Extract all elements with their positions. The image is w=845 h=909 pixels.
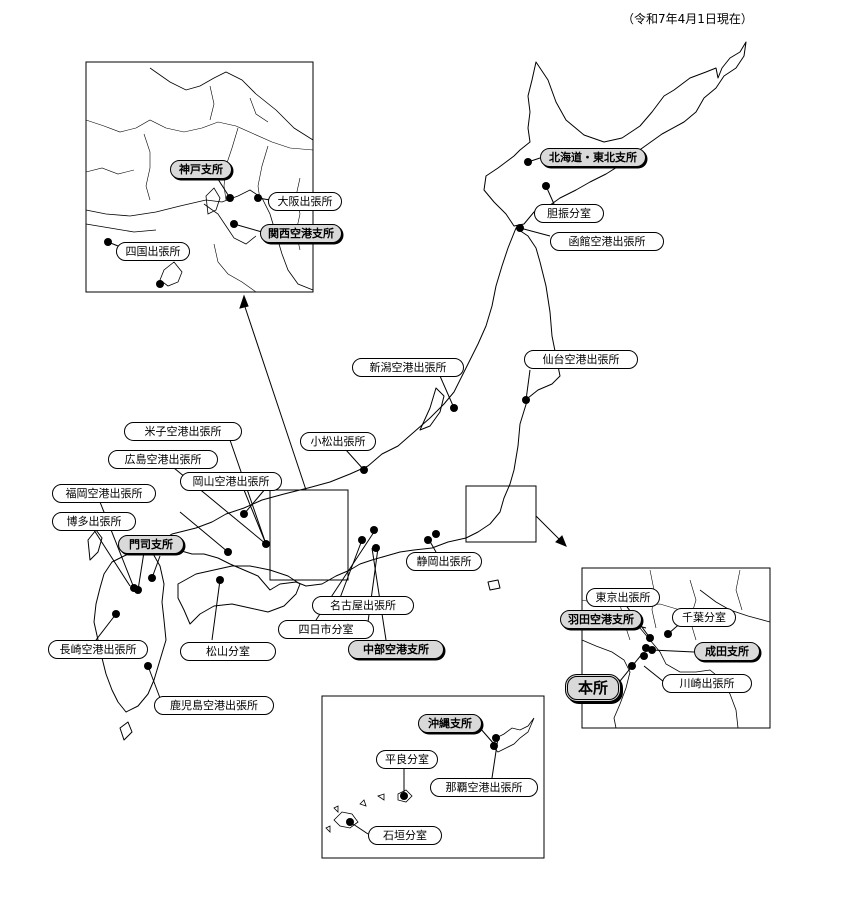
- kanto-inset-frame: [581, 567, 771, 729]
- dot-hakata: [134, 586, 142, 594]
- label-komatsu-office: 小松出張所: [300, 432, 376, 451]
- awaji-island: [205, 187, 221, 215]
- dot-honsho: [628, 662, 636, 670]
- dot-shikoku: [104, 238, 112, 246]
- label-hakodate-airport-office: 函館空港出張所: [550, 232, 664, 251]
- dot-kansai-airport: [230, 220, 238, 228]
- miyako-island: [397, 789, 413, 803]
- label-hirara-annex: 平良分室: [376, 750, 438, 769]
- label-okayama-airport-office: 岡山空港出張所: [180, 472, 282, 491]
- dot-okayama: [262, 540, 270, 548]
- inset-frames: [85, 61, 771, 859]
- dot-kagoshima: [144, 662, 152, 670]
- dot-osaka: [254, 194, 262, 202]
- label-haneda-airport-branch: 羽田空港支所: [560, 610, 642, 629]
- label-nagoya-office: 名古屋出張所: [312, 596, 414, 615]
- inset-arrows: [239, 294, 567, 547]
- kansai-region-marker: [269, 489, 349, 581]
- dot-tomakomai: [542, 182, 550, 190]
- dot-matsuyama: [216, 576, 224, 584]
- dot-okinawa: [492, 734, 500, 742]
- label-okinawa-branch: 沖縄支所: [418, 714, 482, 733]
- dot-nagoya: [358, 536, 366, 544]
- label-shikoku-office: 四国出張所: [116, 242, 190, 261]
- label-nagasaki-airport-office: 長崎空港出張所: [48, 640, 148, 659]
- dot-chiba: [664, 630, 672, 638]
- japan-outline: [87, 41, 747, 741]
- ishigaki-island: [333, 811, 359, 829]
- honshu-outline: [149, 227, 561, 591]
- office-markers: [104, 158, 672, 826]
- label-ishigaki-annex: 石垣分室: [368, 826, 442, 845]
- south-kyushu-island: [119, 721, 133, 741]
- dot-ishigaki: [346, 818, 354, 826]
- label-tomakomai-annex: 胆振分室: [534, 204, 604, 223]
- dot-nagasaki: [112, 610, 120, 618]
- dot-hokkaido-tohoku: [524, 158, 532, 166]
- label-yonago-airport-office: 米子空港出張所: [124, 422, 242, 441]
- label-kawasaki-office: 川崎出張所: [662, 674, 752, 693]
- kanto-region-marker: [465, 485, 537, 543]
- dot-chubu-a: [370, 526, 378, 534]
- sado-island: [487, 579, 501, 591]
- label-chiba-annex: 千葉分室: [672, 608, 736, 627]
- label-hiroshima-airport-office: 広島空港出張所: [108, 450, 218, 469]
- label-kagoshima-airport-office: 鹿児島空港出張所: [154, 696, 274, 715]
- label-kansai-airport-branch: 関西空港支所: [260, 224, 342, 243]
- dot-hirara: [400, 792, 408, 800]
- label-chubu-airport-branch: 中部空港支所: [348, 640, 444, 659]
- label-osaka-office: 大阪出張所: [268, 192, 342, 211]
- dot-hiroshima: [224, 548, 232, 556]
- dot-moji: [148, 574, 156, 582]
- dot-sendai: [522, 396, 530, 404]
- dot-kobe: [226, 194, 234, 202]
- dot-chubu-b: [372, 544, 380, 552]
- dot-shikoku-b: [156, 280, 164, 288]
- dot-komatsu: [360, 466, 368, 474]
- kyushu-outline: [93, 549, 167, 713]
- oki-island: [87, 529, 103, 561]
- label-narita-branch: 成田支所: [694, 642, 760, 661]
- label-naha-airport-office: 那覇空港出張所: [430, 778, 538, 797]
- dot-narita: [648, 646, 656, 654]
- dot-kawasaki: [640, 652, 648, 660]
- label-yokkaichi-annex: 四日市分室: [278, 620, 374, 639]
- label-matsuyama-annex: 松山分室: [180, 642, 276, 661]
- dot-shizuoka-a: [424, 536, 432, 544]
- dot-tokyo: [646, 634, 654, 642]
- label-tokyo-office: 東京出張所: [586, 588, 660, 607]
- label-kobe-branch: 神戸支所: [170, 160, 232, 179]
- dot-hakodate: [516, 224, 524, 232]
- label-niigata-airport-office: 新潟空港出張所: [352, 358, 464, 377]
- label-head-office: 本所: [565, 674, 621, 702]
- dot-niigata: [450, 404, 458, 412]
- okinawa-inset-map: [325, 717, 535, 833]
- dot-yonago: [240, 510, 248, 518]
- small-islands: [325, 793, 385, 833]
- as-of-date-note: （令和7年4月1日現在）: [622, 12, 753, 26]
- dot-shizuoka-b: [432, 530, 440, 538]
- label-hakata-office: 博多出張所: [52, 512, 136, 531]
- kansai-coastline: [85, 67, 314, 291]
- dot-naha: [490, 742, 498, 750]
- shikoku-outline: [177, 565, 301, 625]
- hokkaido-outline: [483, 41, 747, 227]
- label-sendai-airport-office: 仙台空港出張所: [524, 350, 638, 369]
- okinawa-inset-frame: [321, 695, 545, 859]
- kansai-borders: [85, 85, 314, 293]
- noto-outline: [419, 387, 445, 431]
- label-shizuoka-office: 静岡出張所: [406, 552, 482, 571]
- label-moji-branch: 門司支所: [118, 535, 184, 554]
- label-hokkaido-tohoku-branch: 北海道・東北支所: [540, 148, 646, 167]
- kansai-inset-frame: [85, 61, 314, 293]
- label-fukuoka-airport-office: 福岡空港出張所: [52, 484, 156, 503]
